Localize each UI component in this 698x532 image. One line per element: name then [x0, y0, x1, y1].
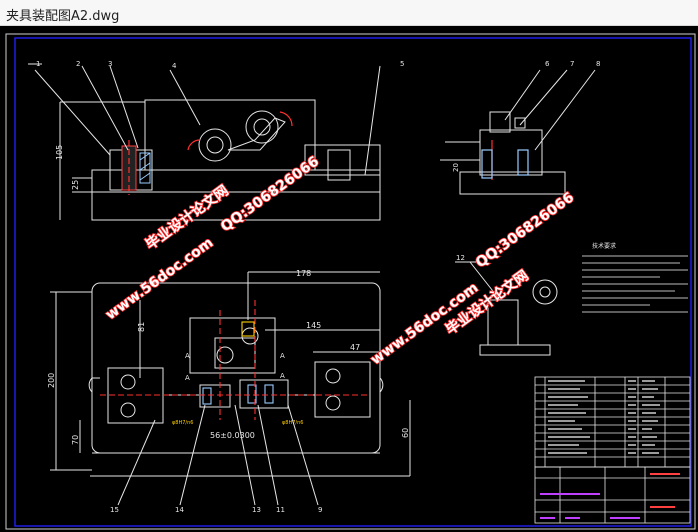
front-view — [59, 99, 381, 221]
leader-lines-bottom — [117, 404, 319, 506]
callout-1: 1 — [36, 60, 40, 68]
plan-view — [50, 271, 411, 477]
notes-heading: 技术要求 — [592, 242, 616, 250]
detail-view — [455, 261, 558, 356]
technical-notes: 技术要求 — [582, 242, 688, 313]
section-mark-a3: A — [185, 374, 190, 382]
fit-tolerance-right: φ8H7/n6 — [282, 420, 303, 426]
callout-13: 13 — [252, 506, 261, 514]
callout-15: 15 — [110, 506, 119, 514]
dim-25: 25 — [71, 180, 80, 190]
dim-178: 178 — [296, 269, 311, 278]
callout-7: 7 — [570, 60, 574, 68]
callout-3: 3 — [108, 60, 112, 68]
document-title: 夹具装配图A2.dwg — [6, 9, 120, 24]
callout-8: 8 — [596, 60, 600, 68]
callout-6: 6 — [545, 60, 550, 68]
drawing-canvas: 1 2 3 4 5 6 7 8 105 25 20 技术要求 — [0, 26, 698, 532]
drawing-border-inner — [14, 37, 692, 527]
dim-81: 81 — [137, 322, 146, 332]
section-mark-a1: A — [185, 352, 190, 360]
section-mark-a4: A — [280, 372, 285, 380]
dim-105: 105 — [55, 145, 64, 160]
front-view-hatch — [139, 152, 151, 184]
fit-tolerance-left: φ8H7/n6 — [172, 420, 193, 426]
callout-12: 12 — [456, 254, 465, 262]
plan-view-accent — [100, 300, 370, 420]
callout-11: 11 — [276, 506, 285, 514]
title-bar: 夹具装配图A2.dwg — [0, 0, 698, 26]
leader-lines-top — [28, 63, 596, 176]
cad-drawing-viewport[interactable]: 1 2 3 4 5 6 7 8 105 25 20 技术要求 — [0, 26, 698, 532]
front-view-center-marks — [128, 111, 293, 195]
section-mark-a2: A — [280, 352, 285, 360]
drawing-border-outer — [5, 33, 696, 530]
callout-5: 5 — [400, 60, 404, 68]
dim-145: 145 — [306, 321, 321, 330]
dim-47: 47 — [350, 343, 360, 352]
parts-list-entries — [548, 380, 660, 454]
callout-14: 14 — [175, 506, 184, 514]
title-block-marks — [540, 473, 680, 519]
dim-70: 70 — [71, 435, 80, 445]
dim-56-tolerance: 56±0.0300 — [210, 431, 255, 440]
callout-9: 9 — [318, 506, 322, 514]
title-block — [534, 466, 691, 524]
dim-200: 200 — [47, 373, 56, 388]
dim-60: 60 — [401, 428, 410, 438]
side-view-accent — [481, 140, 529, 180]
callout-2: 2 — [76, 60, 80, 68]
side-view — [440, 111, 566, 195]
callout-4: 4 — [172, 62, 177, 70]
dim-20: 20 — [452, 163, 460, 172]
